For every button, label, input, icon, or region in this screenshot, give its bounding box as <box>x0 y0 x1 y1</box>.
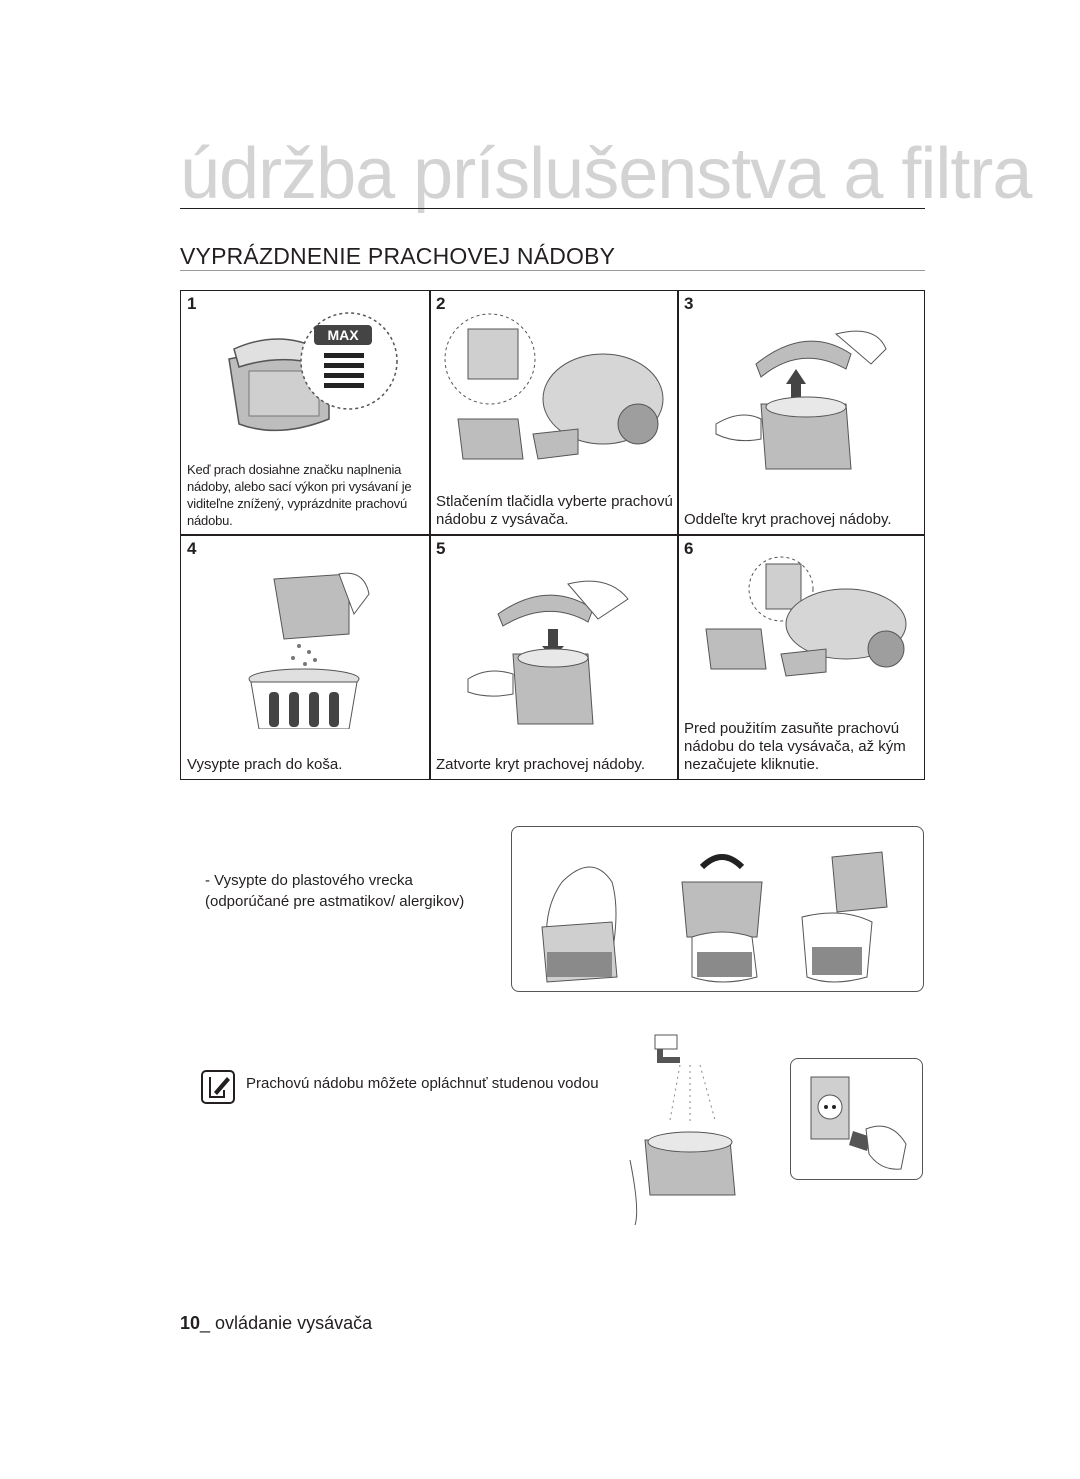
step-cell-2: 2 Stlačením tlačidla vyberte prachovú ná… <box>430 291 678 535</box>
page-number: 10 <box>180 1313 200 1333</box>
step-cell-1: 1 MAX Keď prach dosiahne značku naplneni… <box>181 291 429 535</box>
max-label: MAX <box>327 327 359 343</box>
separate-cover-illustration <box>686 309 918 474</box>
rinse-bin-illustration <box>620 1030 760 1230</box>
dust-bin-max-illustration: MAX <box>189 309 421 439</box>
page-title: údržba príslušenstva a filtra <box>180 138 928 210</box>
bag-tip-text: - Vysypte do plastového vrecka (odporúča… <box>205 870 475 912</box>
title-rule <box>180 208 925 209</box>
note-icon <box>201 1070 235 1104</box>
step-caption: Oddeľte kryt prachovej nádoby. <box>684 511 922 529</box>
unplug-illustration <box>791 1059 921 1178</box>
empty-into-bin-illustration <box>189 554 421 729</box>
step-caption: Zatvorte kryt prachovej nádoby. <box>436 756 674 774</box>
plastic-bag-illustration <box>512 827 922 990</box>
close-cover-illustration <box>438 554 670 734</box>
remove-bin-illustration <box>438 309 670 469</box>
page-footer: 10_ ovládanie vysávača <box>180 1313 372 1334</box>
plastic-bag-illustration-panel <box>511 826 924 992</box>
section-heading: VYPRÁZDNENIE PRACHOVEJ NÁDOBY <box>180 243 615 270</box>
step-caption: Keď prach dosiahne značku naplnenia nádo… <box>187 461 425 529</box>
step-caption: Stlačením tlačidla vyberte prachovú nádo… <box>436 493 674 529</box>
step-caption: Vysypte prach do koša. <box>187 756 425 774</box>
step-cell-3: 3 Oddeľte kryt prachovej nádoby. <box>678 291 926 535</box>
step-cell-6: 6 Pred použitím zasuňte prachovú nádobu … <box>678 536 926 780</box>
step-caption: Pred použitím zasuňte prachovú nádobu do… <box>684 720 922 774</box>
step-cell-5: 5 Zatvorte kryt prachovej nádoby. <box>430 536 678 780</box>
steps-grid: 1 MAX Keď prach dosiahne značku naplneni… <box>180 290 925 780</box>
insert-bin-illustration <box>686 554 918 684</box>
step-cell-4: 4 Vysypte prach do koša. <box>181 536 429 780</box>
note-text: Prachovú nádobu môžete opláchnuť studeno… <box>246 1074 626 1094</box>
footer-text: _ ovládanie vysávača <box>200 1313 372 1333</box>
section-rule <box>180 270 925 271</box>
unplug-illustration-panel <box>790 1058 923 1180</box>
